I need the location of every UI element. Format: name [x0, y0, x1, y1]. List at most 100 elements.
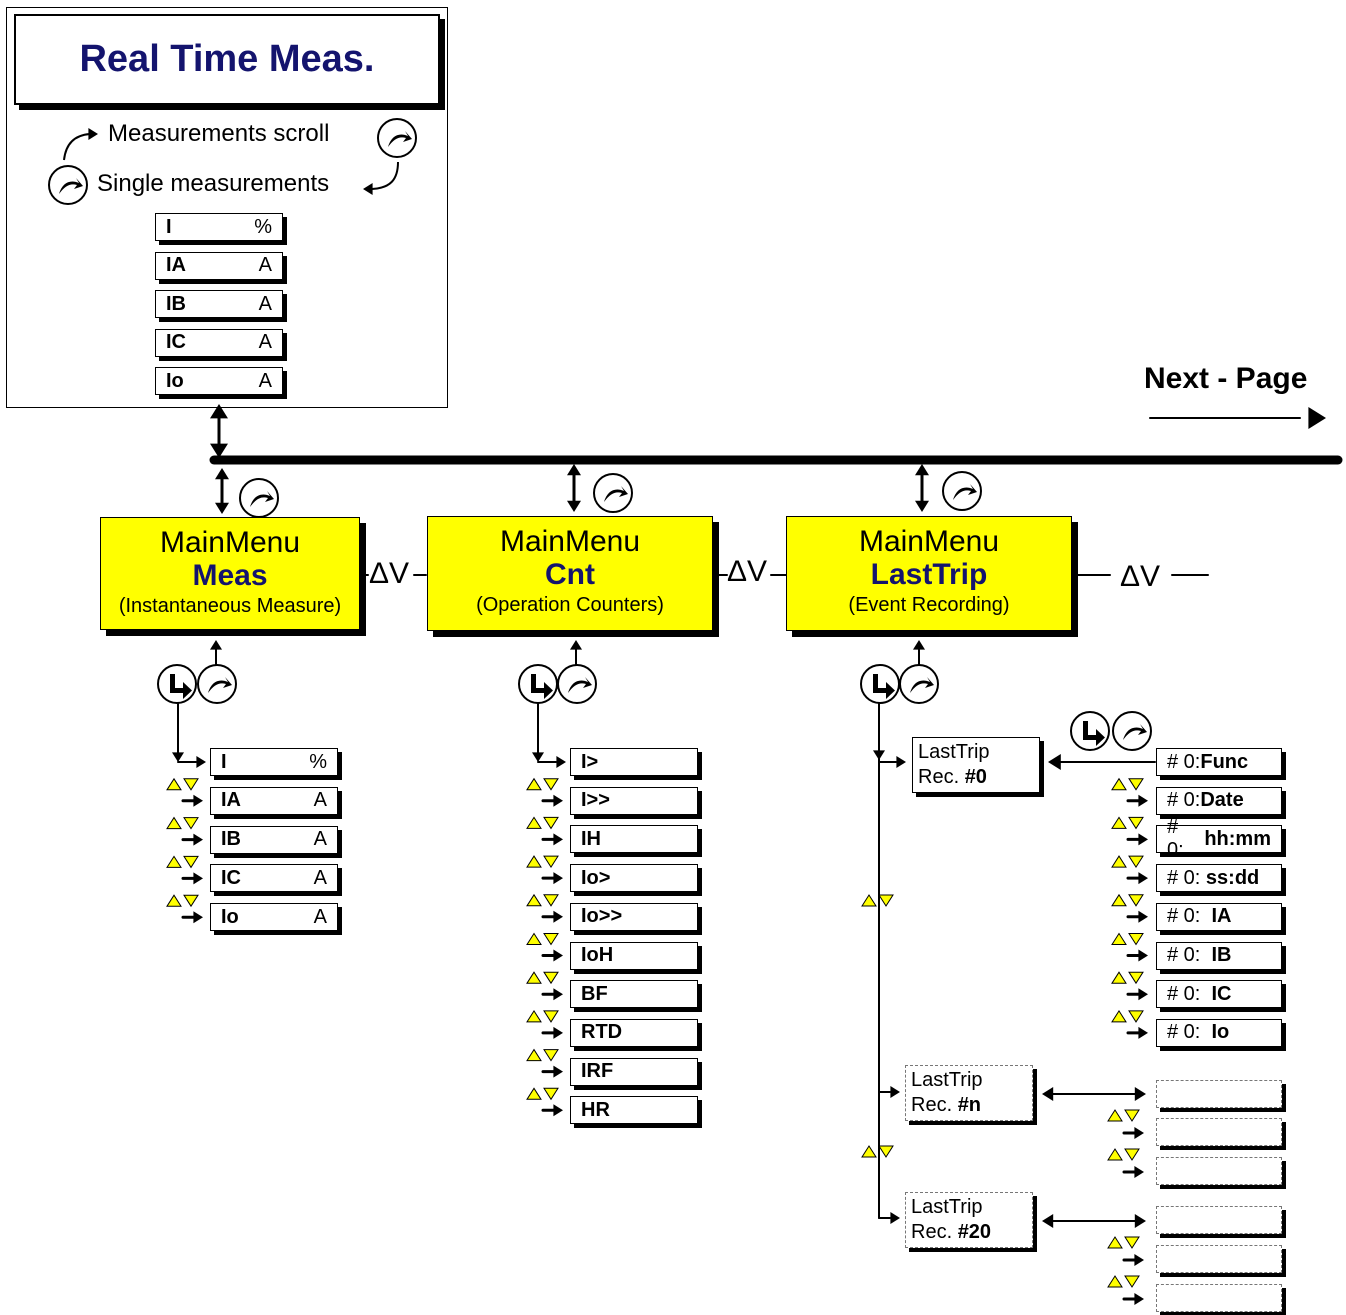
mainmenu-cnt-name: Cnt	[545, 558, 595, 591]
rec0-item[interactable]: # 0:Date	[1156, 786, 1282, 815]
rec0-item[interactable]: # 0: hh:mm	[1156, 816, 1282, 861]
up-down-triangle-icon[interactable]	[166, 855, 199, 869]
cnt-item[interactable]: Io>	[570, 864, 698, 893]
escape-button-icon[interactable]	[593, 473, 633, 513]
meas-item[interactable]: I%	[210, 748, 338, 776]
arrow-head-icon	[215, 502, 229, 514]
arrow-right-icon	[193, 794, 203, 807]
escape-button-icon[interactable]	[48, 165, 88, 205]
item-label: I	[221, 750, 227, 773]
up-down-triangle-icon[interactable]	[1111, 893, 1144, 907]
arrow-head-icon	[915, 500, 929, 512]
up-down-triangle-icon[interactable]	[1111, 971, 1144, 985]
up-down-triangle-icon[interactable]	[1111, 932, 1144, 946]
arrow-right-icon	[1138, 949, 1148, 962]
arrow-head-icon	[210, 640, 222, 650]
up-down-triangle-icon[interactable]	[1107, 1236, 1140, 1249]
up-down-triangle-icon[interactable]	[526, 1087, 559, 1101]
item-label: IH	[581, 827, 601, 850]
item-value: IB	[1200, 944, 1232, 966]
item-label: RTD	[581, 1021, 623, 1044]
up-down-triangle-icon[interactable]	[1111, 855, 1144, 869]
arrow-right-icon	[553, 833, 563, 846]
arrow-head-icon	[890, 1212, 900, 1224]
cnt-item[interactable]: Io>>	[570, 902, 698, 931]
escape-button-icon[interactable]	[899, 664, 939, 704]
arrow-right-icon	[553, 949, 563, 962]
rec0-item[interactable]: # 0: IA	[1156, 902, 1282, 931]
escape-button-icon[interactable]	[1112, 711, 1152, 751]
lasttrip-rec20[interactable]: LastTrip Rec. #20	[905, 1192, 1033, 1248]
up-down-triangle-icon[interactable]	[1107, 1109, 1140, 1122]
escape-button-icon[interactable]	[942, 471, 982, 511]
mainmenu-lasttrip[interactable]: MainMenu LastTrip (Event Recording)	[786, 516, 1072, 631]
escape-button-icon[interactable]	[239, 478, 279, 518]
up-down-triangle-icon[interactable]	[526, 1009, 559, 1023]
rec0-item[interactable]: # 0:Func	[1156, 748, 1282, 776]
rec0-item[interactable]: # 0: Io	[1156, 1018, 1282, 1047]
escape-button-icon[interactable]	[197, 664, 237, 704]
item-label: IoH	[581, 944, 614, 966]
cnt-item[interactable]: I>	[570, 748, 698, 776]
mainmenu-cnt[interactable]: MainMenu Cnt (Operation Counters)	[427, 516, 713, 631]
item-unit: %	[309, 750, 327, 773]
up-down-triangle-icon[interactable]	[526, 932, 559, 946]
item-unit: A	[258, 254, 272, 276]
up-down-triangle-icon[interactable]	[526, 777, 559, 791]
up-down-triangle-icon[interactable]	[526, 855, 559, 869]
arrow-head-icon	[1134, 1214, 1146, 1228]
lasttrip-recn-line1: LastTrip	[911, 1069, 983, 1091]
cnt-item[interactable]: BF	[570, 980, 698, 1009]
up-down-triangle-icon[interactable]	[526, 971, 559, 985]
up-down-triangle-icon[interactable]	[1107, 1148, 1140, 1161]
cnt-item[interactable]: I>>	[570, 786, 698, 815]
item-label: IC	[166, 331, 186, 353]
up-down-triangle-icon[interactable]	[526, 816, 559, 830]
escape-button-icon[interactable]	[557, 664, 597, 704]
cnt-item[interactable]: IH	[570, 825, 698, 854]
rec0-item[interactable]: # 0: IB	[1156, 941, 1282, 970]
nav-symbol-3: ΔV	[1120, 560, 1161, 593]
up-down-triangle-icon[interactable]	[166, 894, 199, 908]
item-label: Io	[221, 905, 239, 928]
enter-button-icon[interactable]	[860, 664, 900, 704]
up-down-triangle-icon[interactable]	[526, 893, 559, 907]
lasttrip-recn[interactable]: LastTrip Rec. #n	[905, 1065, 1033, 1121]
item-unit: A	[258, 369, 272, 392]
up-down-triangle-icon[interactable]	[166, 816, 199, 830]
up-down-triangle-icon[interactable]	[166, 777, 199, 791]
arrow-head-icon	[567, 500, 581, 512]
arrow-head-icon	[1042, 1087, 1054, 1101]
item-label: IC	[221, 866, 241, 889]
up-down-triangle-icon[interactable]	[1111, 1009, 1144, 1023]
up-down-triangle-icon[interactable]	[526, 1048, 559, 1062]
enter-button-icon[interactable]	[1070, 711, 1110, 751]
item-label: Io>>	[581, 905, 623, 928]
up-down-triangle-icon[interactable]	[861, 894, 894, 907]
cnt-item[interactable]: HR	[570, 1096, 698, 1125]
arrow-head-icon	[1042, 1214, 1054, 1228]
next-page-label[interactable]: Next - Page	[1144, 362, 1308, 395]
realtime-item: I%	[155, 213, 283, 241]
single-measurements-label: Single measurements	[97, 170, 330, 197]
rec0-item[interactable]: # 0: ss:dd	[1156, 864, 1282, 893]
enter-button-icon[interactable]	[157, 664, 197, 704]
up-down-triangle-icon[interactable]	[861, 1145, 894, 1158]
enter-button-icon[interactable]	[518, 664, 558, 704]
up-down-triangle-icon[interactable]	[1111, 816, 1144, 830]
item-prefix: # 0:	[1167, 750, 1201, 773]
escape-button-icon[interactable]	[377, 118, 417, 158]
lasttrip-rec0[interactable]: LastTrip Rec. #0	[912, 737, 1040, 793]
item-value: Date	[1200, 789, 1244, 812]
up-down-triangle-icon[interactable]	[1111, 777, 1144, 791]
cnt-item[interactable]: IRF	[570, 1057, 698, 1086]
up-down-triangle-icon[interactable]	[1107, 1275, 1140, 1288]
mainmenu-meas[interactable]: MainMenu Meas (Instantaneous Measure)	[100, 517, 360, 630]
cnt-item[interactable]: IoH	[570, 941, 698, 970]
rec0-item[interactable]: # 0: IC	[1156, 980, 1282, 1009]
cnt-item[interactable]: RTD	[570, 1018, 698, 1047]
